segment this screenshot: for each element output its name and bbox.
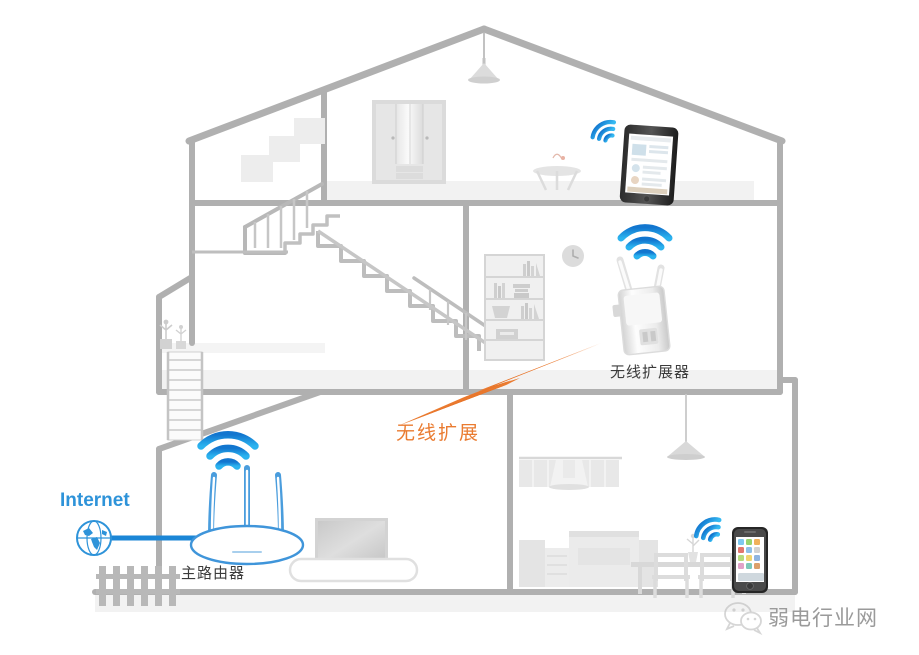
kitchen-counter — [519, 531, 658, 587]
pendant-lamp-kitchen — [667, 394, 705, 460]
smartphone-icon — [732, 527, 768, 593]
side-table — [533, 153, 581, 191]
globe-icon — [76, 520, 112, 556]
range-hood — [549, 460, 589, 490]
wifi-signal-icon — [693, 517, 722, 542]
wardrobe — [372, 100, 446, 184]
exterior-walls — [92, 89, 798, 595]
roof — [185, 25, 786, 145]
wifi-signal-icon — [197, 430, 259, 470]
wall-picture-frames — [241, 118, 325, 182]
picket-fence — [96, 566, 180, 606]
internet-label: Internet — [60, 490, 130, 511]
wifi-extender-icon — [612, 256, 671, 356]
pendant-lamp-attic — [468, 33, 500, 84]
bookshelf — [484, 254, 545, 361]
watermark-label: 弱电行业网 — [768, 606, 878, 630]
wifi-signal-icon — [590, 119, 617, 143]
tablet-icon — [619, 124, 679, 206]
main-router-label: 主路由器 — [181, 564, 246, 582]
kitchen-upper-cabinets — [519, 456, 622, 490]
wireless-extension-link-label: 无线扩展 — [396, 422, 481, 444]
wechat-logo-icon — [724, 602, 763, 636]
exterior-stair — [166, 351, 204, 441]
wireless-extender-label: 无线扩展器 — [610, 363, 691, 381]
wifi-signal-icon — [617, 224, 673, 260]
router-icon — [189, 465, 305, 566]
flower-vase — [686, 533, 700, 562]
plant-pots — [159, 319, 187, 349]
wall-clock — [562, 245, 584, 267]
lightning-bolt-link — [398, 343, 601, 426]
staircase — [192, 182, 491, 352]
tv-cabinet — [288, 557, 419, 583]
